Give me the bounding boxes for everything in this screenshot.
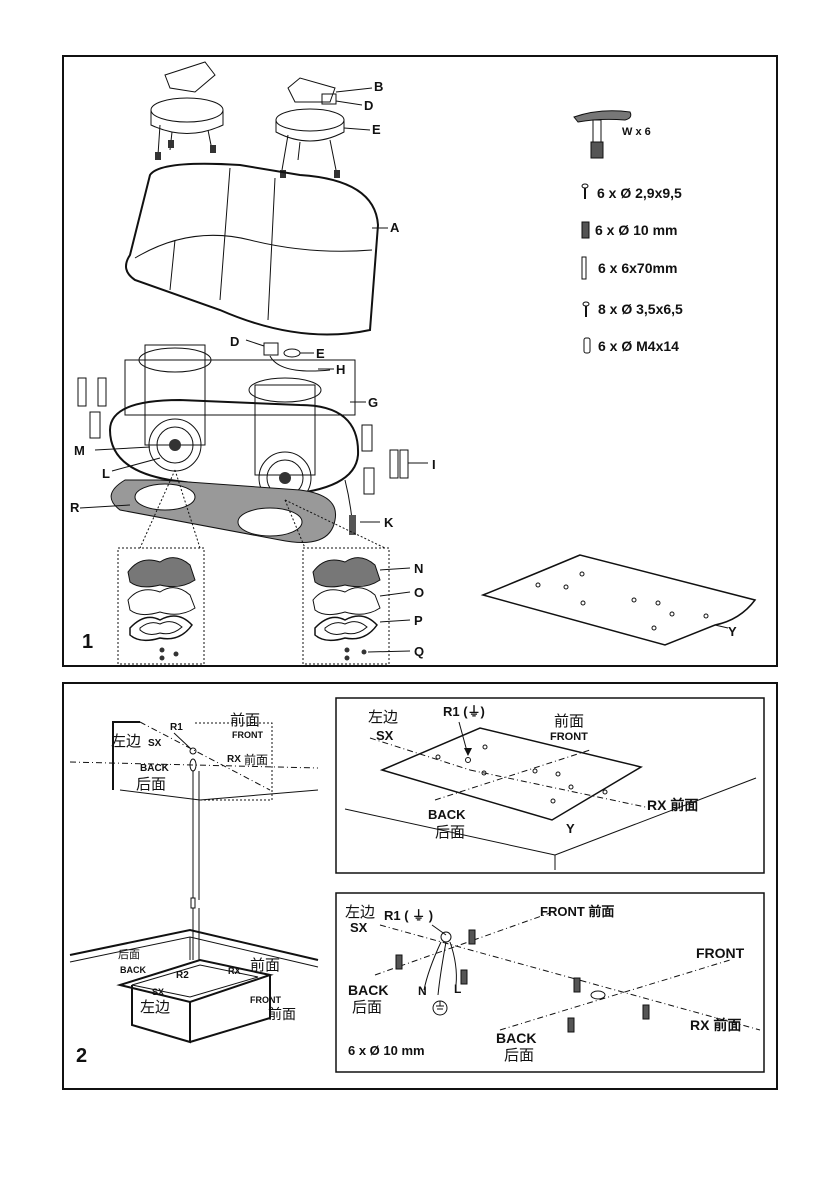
label-front-cn: 前面 — [230, 711, 260, 729]
br-n: N — [418, 984, 427, 998]
chimney-cover — [126, 164, 378, 335]
hardware-bolt: 6 x Ø M4x14 — [598, 338, 679, 354]
callout-i: I — [432, 457, 436, 472]
hardware-key: W x 6 — [622, 126, 651, 138]
callout-l: L — [102, 466, 110, 481]
tr-sx: SX — [376, 728, 394, 743]
callout-e-top: E — [372, 122, 381, 137]
ceiling-bracket-left — [151, 62, 223, 160]
label-rx2-cn: 前面 — [250, 956, 280, 974]
label-sx2-cn: 左边 — [140, 998, 170, 1016]
br-rx: RX 前面 — [690, 1017, 741, 1033]
callout-p: P — [414, 613, 423, 628]
figure1-number: 1 — [82, 631, 93, 653]
figure2-frame — [63, 683, 777, 1089]
threaded-rod-icon — [582, 257, 586, 279]
label-sx: SX — [148, 738, 162, 749]
br-r1: R1 ( ⏚ ) — [384, 908, 433, 923]
hood-on-ceiling-left — [70, 930, 318, 1042]
bolt-icon — [584, 338, 590, 353]
callout-o: O — [414, 585, 424, 600]
br-front2: FRONT — [696, 945, 745, 961]
wall-plug-icon — [582, 222, 589, 238]
br-l: L — [454, 982, 461, 996]
label-sx-cn: 左边 — [111, 732, 141, 750]
label-rx: RX — [227, 754, 241, 765]
tr-back-cn: 后面 — [435, 823, 465, 841]
paper-template-fig2 — [345, 722, 756, 870]
tr-y: Y — [566, 821, 575, 836]
label-back2-cn: 后面 — [118, 948, 140, 961]
callout-a: A — [390, 220, 400, 235]
hardware-screw1: 6 x Ø 2,9x9,5 — [597, 185, 682, 201]
figure2-number: 2 — [76, 1045, 87, 1067]
br-sx-cn: 左边 — [345, 903, 375, 921]
label-rx-cn: 前面 — [244, 752, 268, 767]
hardware-screw2: 8 x Ø 3,5x6,5 — [598, 301, 683, 317]
label-front: FRONT — [232, 730, 263, 740]
callout-k: K — [384, 515, 394, 530]
callout-h: H — [336, 362, 345, 377]
br-front1: FRONT 前面 — [540, 904, 614, 919]
br-plug: 6 x Ø 10 mm — [348, 1043, 425, 1058]
callout-d-top: D — [364, 98, 373, 113]
gasket — [111, 480, 335, 543]
callout-q: Q — [414, 644, 424, 659]
figure2-bottom-right-labels: 左边 SX R1 ( ⏚ ) FRONT 前面 FRONT BACK 后面 N … — [345, 903, 745, 1064]
ceiling-marking-left — [70, 722, 318, 960]
small-screw-icon — [583, 302, 589, 317]
callout-b: B — [374, 79, 383, 94]
callout-r: R — [70, 500, 80, 515]
tr-sx-cn: 左边 — [368, 708, 398, 726]
callout-d: D — [230, 334, 239, 349]
tr-r1: R1 (⏚) — [443, 704, 485, 719]
label-sx2: SX — [152, 987, 164, 997]
label-front2-cn: 前面 — [268, 1006, 296, 1023]
callout-e: E — [316, 346, 325, 361]
drilling-diagram — [375, 913, 760, 1032]
ceiling-bracket-right — [276, 78, 344, 178]
callout-y: Y — [728, 624, 737, 639]
tr-back: BACK — [428, 807, 466, 822]
br-back1: BACK — [348, 982, 388, 998]
br-sx: SX — [350, 920, 368, 935]
callout-m: M — [74, 443, 85, 458]
screw-icon — [582, 184, 588, 199]
br-back2-cn: 后面 — [504, 1046, 534, 1064]
callout-n: N — [414, 561, 423, 576]
label-back-cn: 后面 — [136, 775, 166, 793]
label-front2: FRONT — [250, 995, 281, 1005]
label-back2: BACK — [120, 965, 146, 975]
figure2-left-labels: R1 前面 FRONT 左边 SX RX 前面 BACK 后面 后面 BACK … — [76, 711, 296, 1067]
callout-g: G — [368, 395, 378, 410]
filter-stack-right — [313, 558, 380, 661]
hardware-plug: 6 x Ø 10 mm — [595, 222, 678, 238]
hardware-rod: 6 x 6x70mm — [598, 260, 677, 276]
label-r2: R2 — [176, 970, 189, 981]
br-back1-cn: 后面 — [352, 998, 382, 1016]
tr-front: FRONT — [550, 731, 588, 743]
side-brackets — [78, 378, 408, 494]
paper-template-fig1 — [483, 555, 755, 645]
label-rx2: RX — [228, 966, 241, 976]
tr-front-cn: 前面 — [554, 712, 584, 730]
label-r1: R1 — [170, 722, 183, 733]
filter-stack-left — [128, 558, 195, 661]
br-back2: BACK — [496, 1030, 536, 1046]
label-back: BACK — [140, 763, 170, 774]
tr-rx: RX 前面 — [647, 797, 698, 813]
